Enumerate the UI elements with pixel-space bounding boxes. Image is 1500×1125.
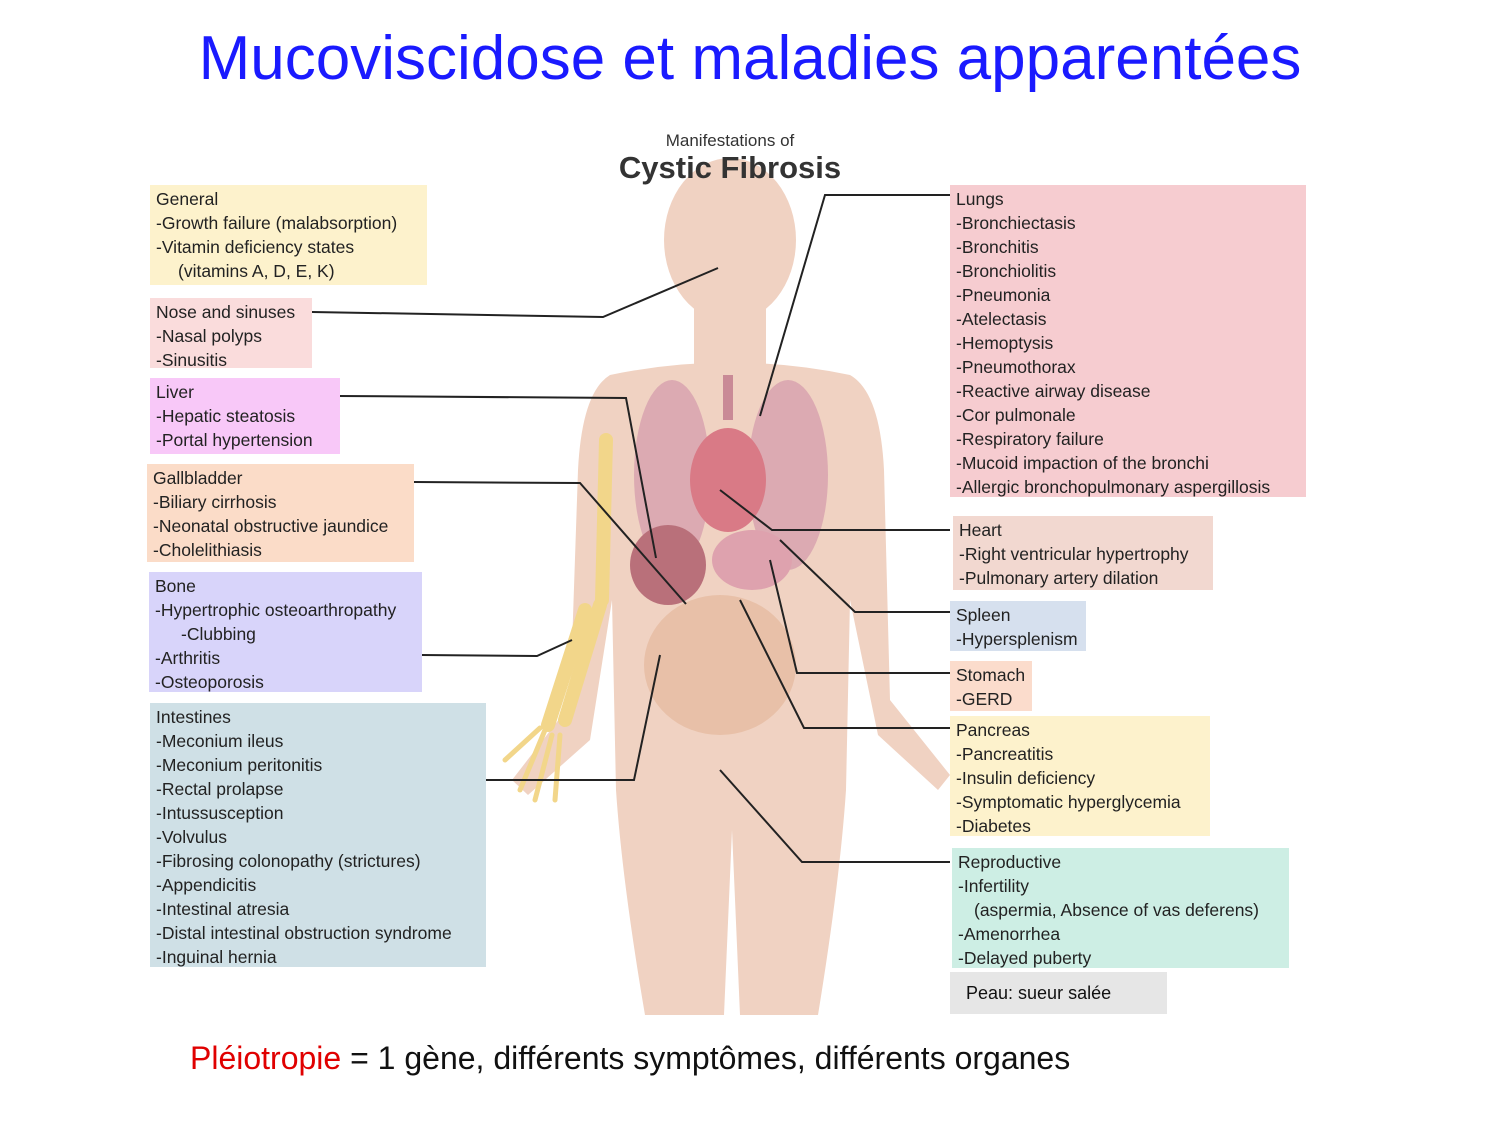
lungs-heading: Lungs [956,189,1004,209]
reproductive-item: -Infertility [958,876,1029,896]
intestines-item: -Meconium peritonitis [156,755,323,775]
lungs-box: Lungs -Bronchiectasis -Bronchitis -Bronc… [950,185,1306,497]
general-box: General -Growth failure (malabsorption) … [150,185,427,285]
general-item: (vitamins A, D, E, K) [178,261,335,281]
heart-box: Heart -Right ventricular hypertrophy -Pu… [953,516,1213,590]
spleen-box: Spleen -Hypersplenism [950,601,1086,651]
liver [630,525,706,605]
slide-title: Mucoviscidose et maladies apparentées [198,24,1302,93]
arm-skeleton [541,433,613,732]
figure-subtitle: Manifestations of [665,131,795,150]
lungs-item: -Pneumonia [956,285,1051,305]
bone-item: -Arthritis [155,648,221,668]
pancreas-box: Pancreas -Pancreatitis -Insulin deficien… [950,716,1210,836]
bone-box: Bone -Hypertrophic osteoarthropathy -Clu… [149,572,422,692]
footer-definition: 1 gène, différents symptômes, différents… [377,1040,1071,1076]
intestines-item: -Fibrosing colonopathy (strictures) [156,851,421,871]
reproductive-item: -Delayed puberty [958,948,1092,968]
lungs-item: -Atelectasis [956,309,1047,329]
reproductive-heading: Reproductive [958,852,1062,872]
nose-box: Nose and sinuses -Nasal polyps -Sinusiti… [150,298,312,370]
stomach-box: Stomach -GERD [950,661,1032,711]
bone-item: -Hypertrophic osteoarthropathy [155,600,397,620]
lungs-item: -Cor pulmonale [956,405,1076,425]
lungs-item: -Bronchiolitis [956,261,1057,281]
lungs-item: -Allergic bronchopulmonary aspergillosis [956,477,1271,497]
intestines-item: -Rectal prolapse [156,779,284,799]
pancreas-heading: Pancreas [956,720,1030,740]
bone-heading: Bone [155,576,196,596]
figure-title: Cystic Fibrosis [618,150,842,185]
intestines-item: -Meconium ileus [156,731,284,751]
intestines-item: -Distal intestinal obstruction syndrome [156,923,452,943]
intestines-item: -Intussusception [156,803,284,823]
footer-equals: = [341,1040,378,1076]
intestines-box: Intestines -Meconium ileus -Meconium per… [150,703,486,967]
lungs-item: -Pneumothorax [956,357,1076,377]
lungs-item: -Respiratory failure [956,429,1104,449]
gallbladder-box: Gallbladder -Biliary cirrhosis -Neonatal… [147,464,414,562]
stomach-organ [712,530,792,590]
intestines-item: -Inguinal hernia [156,947,277,967]
reproductive-item: -Amenorrhea [958,924,1061,944]
lungs-item: -Bronchitis [956,237,1039,257]
pancreas-item: -Pancreatitis [956,744,1054,764]
bone-item: -Osteoporosis [155,672,264,692]
heart-item: -Right ventricular hypertrophy [959,544,1189,564]
intestines-organ [644,595,796,735]
intestines-item: -Intestinal atresia [156,899,290,919]
heart-item: -Pulmonary artery dilation [959,568,1159,588]
nose-heading: Nose and sinuses [156,302,296,322]
gallbladder-item: -Cholelithiasis [153,540,262,560]
pancreas-item: -Insulin deficiency [956,768,1096,788]
leader-lines [311,194,950,863]
pancreas-item: -Symptomatic hyperglycemia [956,792,1181,812]
heart [690,428,766,532]
reproductive-box: Reproductive -Infertility (aspermia, Abs… [952,848,1289,968]
footer-statement: Pléiotropie = 1 gène, différents symptôm… [190,1040,1070,1077]
reproductive-item: (aspermia, Absence of vas deferens) [974,900,1260,920]
pancreas-item: -Diabetes [956,816,1031,836]
stomach-item: -GERD [956,689,1013,709]
stomach-heading: Stomach [956,665,1026,685]
nose-item: -Sinusitis [156,350,227,370]
general-heading: General [156,189,219,209]
general-item: -Growth failure (malabsorption) [156,213,398,233]
gallbladder-item: -Biliary cirrhosis [153,492,277,512]
skin-note-box: Peau: sueur salée [950,972,1167,1014]
body-silhouette [512,158,950,1015]
liver-heading: Liver [156,382,194,402]
general-item: -Vitamin deficiency states [156,237,355,257]
skin-note-text: Peau: sueur salée [966,982,1112,1003]
spleen-heading: Spleen [956,605,1011,625]
intestines-heading: Intestines [156,707,231,727]
liver-item: -Hepatic steatosis [156,406,296,426]
gallbladder-item: -Neonatal obstructive jaundice [153,516,389,536]
heart-heading: Heart [959,520,1002,540]
footer-keyword: Pléiotropie [190,1040,342,1076]
bone-item: -Clubbing [181,624,256,644]
liver-item: -Portal hypertension [156,430,313,450]
lungs [634,380,828,570]
intestines-item: -Appendicitis [156,875,257,895]
lungs-item: -Reactive airway disease [956,381,1151,401]
lungs-item: -Hemoptysis [956,333,1054,353]
spleen-item: -Hypersplenism [956,629,1078,649]
intestines-item: -Volvulus [156,827,228,847]
liver-box: Liver -Hepatic steatosis -Portal hyperte… [150,378,340,454]
lungs-item: -Bronchiectasis [956,213,1076,233]
lungs-item: -Mucoid impaction of the bronchi [956,453,1209,473]
nose-item: -Nasal polyps [156,326,263,346]
gallbladder-heading: Gallbladder [153,468,243,488]
